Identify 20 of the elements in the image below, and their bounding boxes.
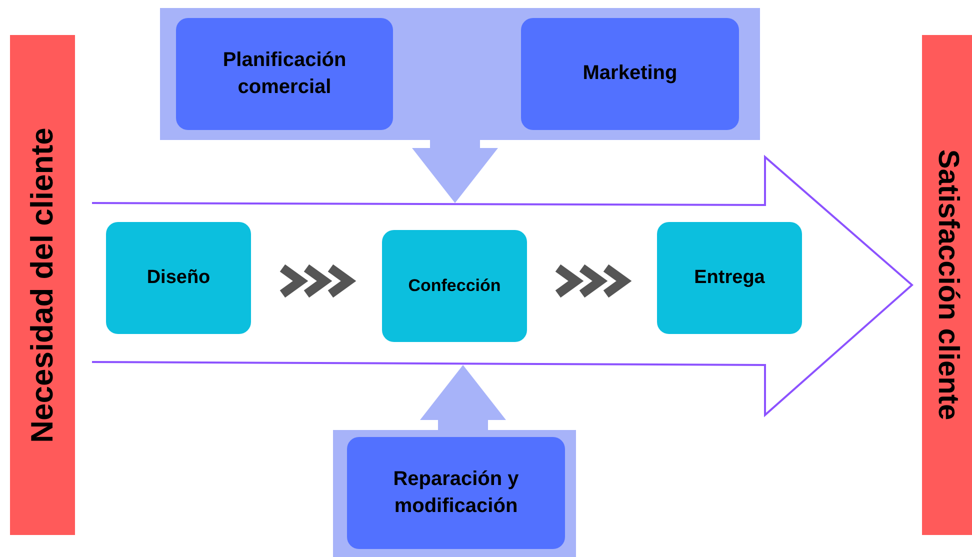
box-label: Marketing — [582, 61, 678, 86]
box-label: Planificación comercial — [222, 48, 348, 100]
chevron-arrow — [554, 264, 632, 298]
box-label: Diseño — [146, 266, 212, 290]
process-box — [657, 222, 802, 334]
box-label: Reparación y modificación — [392, 466, 520, 519]
side-bar — [10, 35, 75, 535]
vertical-label: Satisfacción cliente — [930, 150, 965, 420]
side-bar — [922, 35, 972, 535]
vertical-label: Necesidad del cliente — [23, 127, 60, 443]
box-label: Confección — [407, 275, 502, 298]
process-box — [382, 230, 527, 342]
process-box — [106, 222, 251, 334]
box-label: Entrega — [693, 266, 766, 290]
activity-box — [521, 18, 739, 130]
band-panel — [333, 430, 576, 557]
chevron-arrow — [278, 264, 356, 298]
band-panel — [160, 8, 760, 140]
activity-box — [347, 437, 565, 549]
activity-box — [176, 18, 393, 130]
